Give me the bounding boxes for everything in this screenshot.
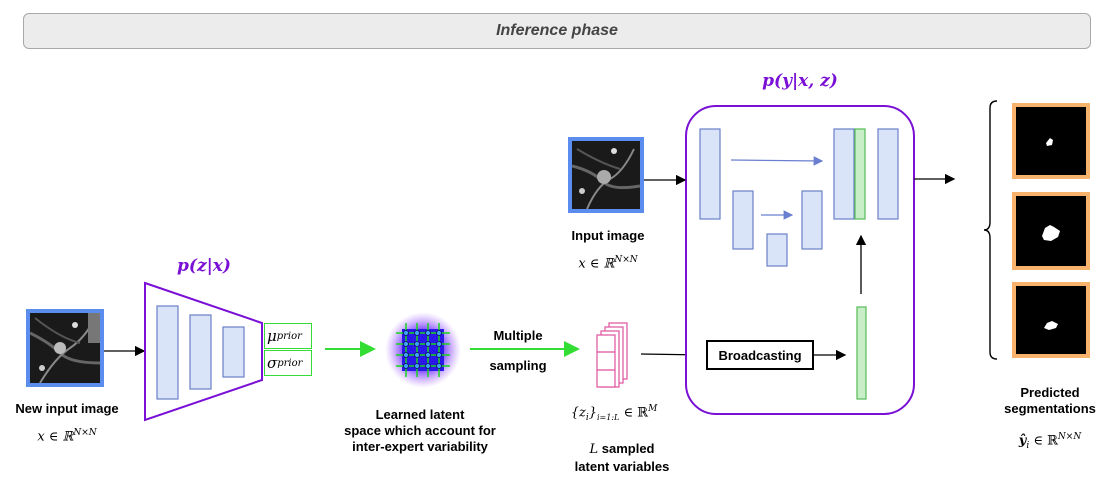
input-image [568, 137, 644, 213]
phase-title: Inference phase [496, 22, 618, 39]
broadcast-output-bar [856, 306, 867, 400]
decoder-label: p(y|x, z) [762, 71, 838, 91]
latent-space-grid [385, 312, 461, 388]
samples-formula: {zi}i=1:L ∈ ℝM [570, 404, 658, 423]
sampling-label-line1: Multiple [493, 328, 543, 343]
input-image-title: Input image [571, 228, 645, 243]
latent-caption: Learned latent space which account for i… [344, 407, 496, 454]
new-input-formula: x ∈ ℝN×N [37, 428, 97, 445]
unet-block-6 [877, 128, 899, 220]
encoder-layer-1 [156, 305, 179, 400]
output-segmentation-3 [1012, 282, 1090, 358]
encoder-layer-2 [189, 314, 212, 390]
unet-block-2 [732, 190, 754, 250]
unet-block-3 [766, 233, 788, 267]
encoder-layer-3 [222, 326, 245, 378]
output-segmentation-1 [1012, 103, 1090, 179]
sampling-label-line2: sampling [489, 358, 547, 373]
new-input-title: New input image [15, 401, 119, 416]
output-formula: ŷi ∈ ℝN×N [1018, 432, 1082, 451]
unet-block-1 [699, 128, 721, 220]
samples-caption: L sampled latent variables [574, 441, 670, 474]
unet-concat-green [854, 128, 866, 220]
unet-block-5 [833, 128, 855, 220]
broadcasting-label: Broadcasting [718, 347, 802, 363]
output-segmentation-2 [1012, 192, 1090, 270]
phase-banner: Inference phase [23, 13, 1091, 49]
unet-block-4 [801, 190, 823, 250]
skip-connection-top [730, 156, 824, 166]
output-curly-brace [983, 100, 998, 360]
output-caption: Predicted segmentations [1004, 385, 1096, 416]
new-input-image [26, 309, 104, 387]
encoder-label: p(z|x) [177, 256, 231, 276]
broadcasting-box: Broadcasting [706, 340, 814, 370]
input-image-formula: x ∈ ℝN×N [578, 255, 638, 272]
sampled-latent-stack [596, 322, 628, 388]
